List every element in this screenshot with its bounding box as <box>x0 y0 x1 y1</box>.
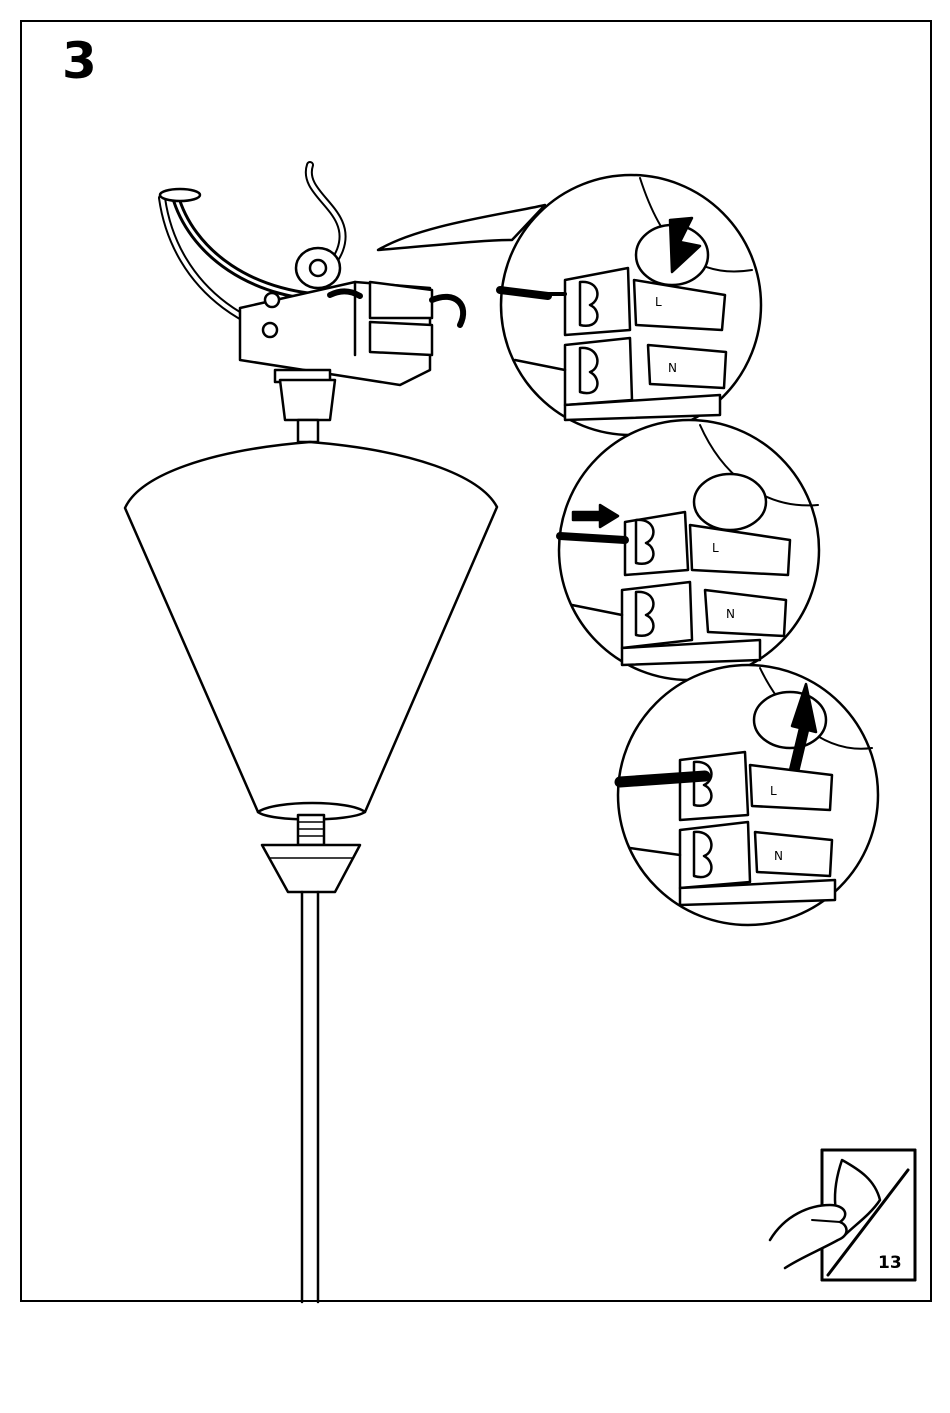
lamp-nut <box>262 845 360 892</box>
terminal-l-label: L <box>770 784 777 798</box>
terminal-n-label: N <box>668 361 677 375</box>
lamp-cord <box>302 892 318 1302</box>
page-number: 13 <box>878 1253 902 1273</box>
terminal-l-label: L <box>712 541 719 555</box>
page-turn-icon: 13 <box>770 1150 915 1280</box>
callout-detail-2: L N <box>559 420 819 680</box>
threaded-rod <box>262 815 360 892</box>
terminal-block <box>240 248 463 385</box>
lamp-shade <box>125 442 497 820</box>
callout-detail-3: L N <box>618 665 878 925</box>
canopy-connector <box>280 380 335 442</box>
callout-detail-1: L N <box>500 175 761 435</box>
terminal-n-label: N <box>726 607 735 621</box>
terminal-l-label: L <box>655 295 662 309</box>
cable-dark <box>560 536 625 540</box>
cable-dark <box>620 776 705 782</box>
terminal-n-label: N <box>774 849 783 863</box>
